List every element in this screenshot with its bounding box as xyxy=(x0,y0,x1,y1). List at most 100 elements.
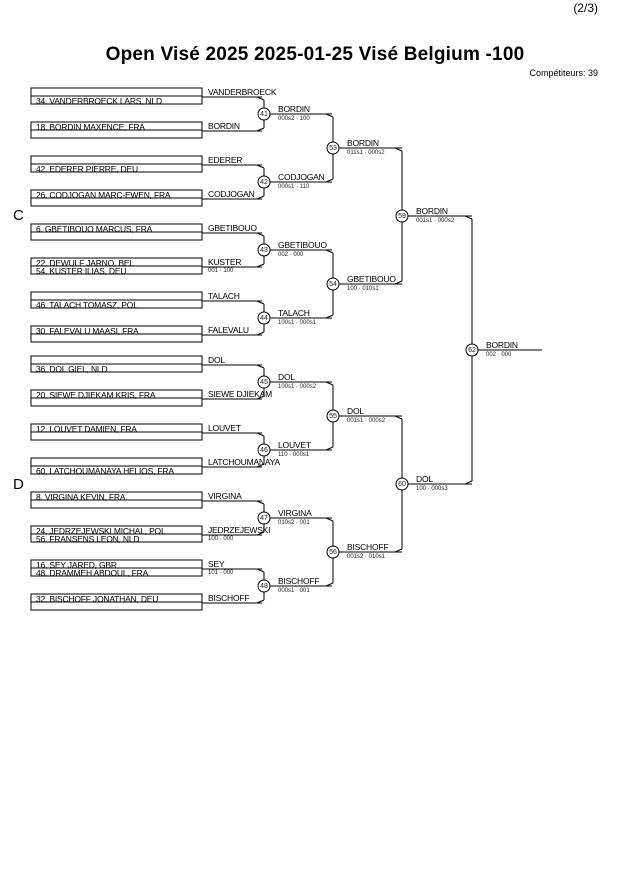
match-score: 001s1 · 000s2 xyxy=(416,218,455,224)
match-winner-name: BISCHOFF xyxy=(278,576,320,586)
match-number: 54 xyxy=(329,281,337,288)
competitor-label: 16. SEY JARED, GBR xyxy=(36,559,117,570)
round1-winner-name: CODJOGAN xyxy=(208,189,255,199)
bracket-connector xyxy=(256,263,265,268)
bracket-connector xyxy=(256,599,265,604)
bracket-connector xyxy=(325,381,334,386)
competitor-label: 12. LOUVET DAMIEN, FRA xyxy=(36,423,137,434)
competitor-label: 46. TALACH TOMASZ, POL xyxy=(36,299,138,310)
competitor-count: Compétiteurs: 39 xyxy=(529,68,598,78)
match-number: 45 xyxy=(260,379,268,386)
match-score: 002 · 000 xyxy=(486,352,512,358)
round1-winner-name: TALACH xyxy=(208,291,240,301)
round1-winner-name: LATCHOUMANAYA xyxy=(208,457,281,467)
round1-winner-name: GBETIBOUO xyxy=(208,223,257,233)
bracket-connector xyxy=(256,96,265,101)
bracket-connector xyxy=(256,568,265,573)
round1-score: 100 · 000 xyxy=(208,536,234,542)
match-winner-name: LOUVET xyxy=(278,440,311,450)
match-score: 100 · 000s3 xyxy=(416,486,448,492)
page-number: (2/3) xyxy=(573,1,598,15)
competitor-label: 6. GBETIBOUO MARCUS, FRA xyxy=(36,223,153,234)
match-circle xyxy=(395,209,409,223)
match-circle xyxy=(257,107,271,121)
match-score: 000s2 · 100 xyxy=(278,116,310,122)
match-number: 53 xyxy=(329,145,337,152)
bracket-connector xyxy=(325,113,334,118)
match-winner-name: DOL xyxy=(416,474,433,484)
match-score: 000s1 · 110 xyxy=(278,184,310,190)
round1-winner-name: KUSTER xyxy=(208,257,242,267)
match-circle xyxy=(257,511,271,525)
bracket-connector xyxy=(256,432,265,437)
competitor-label: 24. JEDRZEJEWSKI MICHAL, POL xyxy=(36,525,166,536)
round1-winner-name: LOUVET xyxy=(208,423,241,433)
match-circle xyxy=(257,175,271,189)
match-number: 55 xyxy=(329,413,337,420)
bracket-connector xyxy=(394,280,403,285)
competitor-label: 54. KUSTER ILIAS, DEU xyxy=(36,265,127,276)
match-winner-name: DOL xyxy=(278,372,295,382)
match-circle xyxy=(326,545,340,559)
match-circle xyxy=(326,409,340,423)
round1-winner-name: FALEVALU xyxy=(208,325,249,335)
match-winner-name: TALACH xyxy=(278,308,310,318)
match-number: 42 xyxy=(260,179,268,186)
pool-label-c: C xyxy=(13,207,24,224)
bracket-connector xyxy=(325,249,334,254)
competitor-label: 30. FALEVALU MAASI, FRA xyxy=(36,325,139,336)
match-number: 46 xyxy=(260,447,268,454)
round1-winner-name: DOL xyxy=(208,355,225,365)
bracket-connector xyxy=(325,582,334,587)
match-number: 44 xyxy=(260,315,268,322)
match-circle xyxy=(257,243,271,257)
competitor-label: 22. DEWULF JARNO, BEL xyxy=(36,257,134,268)
match-winner-name: GBETIBOUO xyxy=(278,240,327,250)
competitor-label: 36. DOL GIEL, NLD xyxy=(36,363,108,374)
bracket-connector xyxy=(256,531,265,536)
match-score: 001s2 · 010s1 xyxy=(347,554,386,560)
match-score: 000s1 · 001 xyxy=(278,588,310,594)
match-winner-name: CODJOGAN xyxy=(278,172,325,182)
match-score: 110 · 000s1 xyxy=(278,452,310,458)
match-circle xyxy=(257,443,271,457)
bracket-connector xyxy=(464,215,473,220)
page-title: Open Visé 2025 2025-01-25 Visé Belgium -… xyxy=(105,44,525,65)
round1-winner-name: VIRGINA xyxy=(208,491,242,501)
pool-label-d: D xyxy=(13,476,24,493)
match-winner-name: BORDIN xyxy=(416,206,448,216)
match-circle xyxy=(326,141,340,155)
match-winner-name: BISCHOFF xyxy=(347,542,389,552)
bracket-connector xyxy=(256,300,265,305)
match-number: 47 xyxy=(260,515,268,522)
match-circle xyxy=(257,579,271,593)
competitor-label: 8. VIRGINA KEVIN, FRA xyxy=(36,491,126,502)
bracket-connector xyxy=(256,164,265,169)
competitor-label: 26. CODJOGAN MARC-EWEN, FRA xyxy=(36,189,171,200)
match-score: 100s1 · 000s1 xyxy=(278,320,317,326)
match-number: 48 xyxy=(260,583,268,590)
bracket-connector xyxy=(394,147,403,152)
round1-winner-name: VANDERBROECK xyxy=(208,87,277,97)
match-score: 002 · 000 xyxy=(278,252,304,258)
bracket-connector xyxy=(256,364,265,369)
bracket-connector xyxy=(325,314,334,319)
match-winner-name: BORDIN xyxy=(347,138,379,148)
round1-winner-name: SIEWE DJIEKAM xyxy=(208,389,272,399)
match-winner-name: VIRGINA xyxy=(278,508,312,518)
match-number: 59 xyxy=(398,213,406,220)
round1-winner-name: JEDRZEJEWSKI xyxy=(208,525,271,535)
bracket-connector xyxy=(256,500,265,505)
match-score: 001s1 · 000s2 xyxy=(347,418,386,424)
competitor-label: 32. BISCHOFF JONATHAN, DEU xyxy=(36,593,159,604)
competitor-label: 42. EDERER PIERRE, DEU xyxy=(36,163,138,174)
match-number: 60 xyxy=(398,481,406,488)
match-winner-name: DOL xyxy=(347,406,364,416)
final-winner-name: BORDIN xyxy=(486,340,518,350)
match-circle xyxy=(395,477,409,491)
bracket-connector xyxy=(256,127,265,132)
round1-score: 101 · 000 xyxy=(208,570,234,576)
bracket-connector xyxy=(256,232,265,237)
